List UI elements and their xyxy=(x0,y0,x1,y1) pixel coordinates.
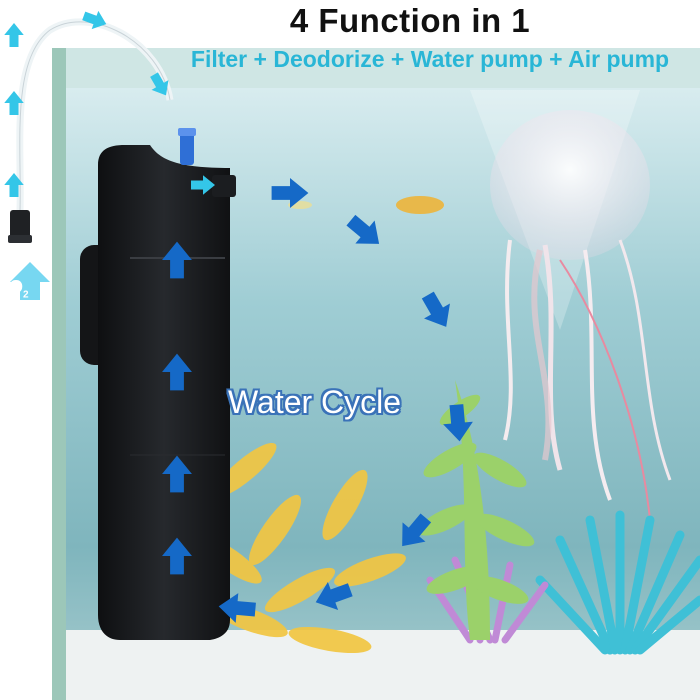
oxygen-subscript: 2 xyxy=(23,289,29,301)
filter-outlet xyxy=(212,175,236,197)
water-cycle-label: Water Cycle xyxy=(228,384,402,420)
coral-ornament xyxy=(535,510,700,655)
air-valve-icon xyxy=(180,130,194,165)
filter-body xyxy=(98,145,230,640)
oxygen-inlet-arrow xyxy=(10,262,50,300)
air-inlet-connector xyxy=(10,210,30,238)
tank-edge xyxy=(52,48,66,700)
green-plant xyxy=(417,380,535,640)
jellyfish-ornament xyxy=(490,110,672,521)
filter-unit xyxy=(80,128,236,640)
function-list: Filter + Deodorize + Water pump + Air pu… xyxy=(190,46,670,72)
page-title: 4 Function in 1 xyxy=(289,2,531,39)
oxygen-label: O2 xyxy=(9,277,29,301)
fish xyxy=(396,196,444,214)
air-arrow-icon xyxy=(4,23,24,47)
oxygen-symbol: O xyxy=(9,277,24,297)
